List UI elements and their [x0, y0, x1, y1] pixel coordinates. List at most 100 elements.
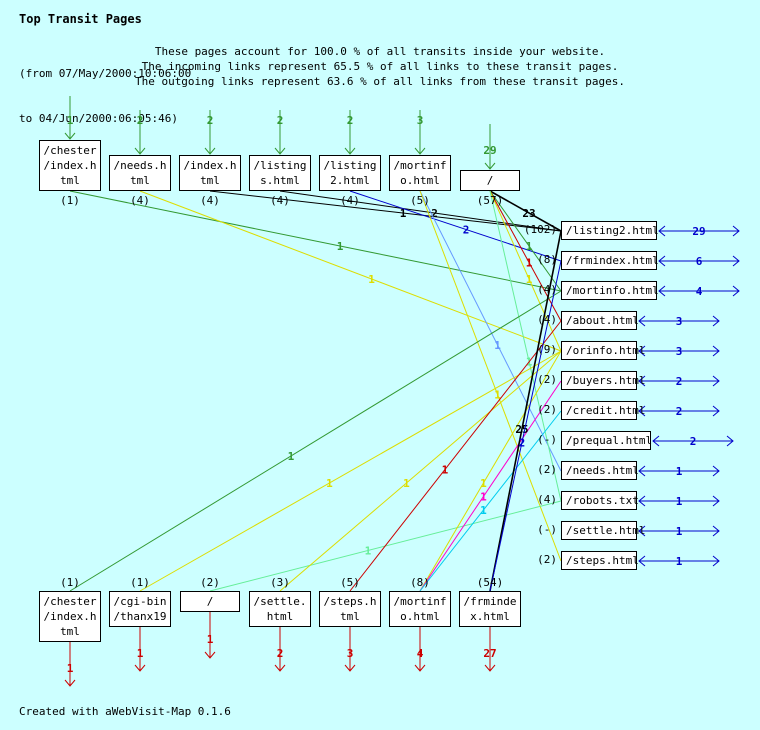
node-label-line: /index.h [43, 610, 97, 623]
incoming-count: 3 [417, 114, 424, 127]
right-page-node[interactable]: /prequal.html [561, 431, 652, 450]
link-count: 2 [431, 207, 438, 220]
node-visit-count: (4) [537, 283, 557, 296]
self-link-count: 1 [676, 525, 683, 538]
right-page-node[interactable]: /about.html [561, 311, 639, 330]
date-range-to: to 04/Jun/2000:06:05:46) [19, 112, 178, 125]
node-label-line: /settle. [253, 595, 307, 608]
incoming-count: 2 [137, 114, 144, 127]
right-page-node[interactable]: /robots.txt [561, 491, 639, 510]
right-page-node[interactable]: /buyers.html [561, 371, 645, 390]
node-label-line: s.html [260, 174, 300, 187]
node-label-line: tml [130, 174, 150, 187]
bottom-page-node[interactable]: /mortinf o.html [389, 591, 451, 627]
node-label-line: /listing2.html [566, 224, 659, 237]
node-label-line: /index.h [43, 159, 97, 172]
right-page-node[interactable]: /frmindex.html [561, 251, 659, 270]
node-label-line: /chester [43, 144, 97, 157]
transit-link: 2 [489, 260, 562, 592]
right-page-node[interactable]: /listing2.html [561, 221, 659, 240]
right-page-node[interactable]: /settle.html [561, 521, 646, 540]
arrow-head-icon [638, 375, 646, 387]
incoming-count: 2 [277, 114, 284, 127]
bottom-page-node[interactable]: /settle. html [249, 591, 311, 627]
top-page-node[interactable]: /chester/index.h tml [39, 140, 101, 191]
top-page-node[interactable]: /index.h tml [179, 155, 241, 191]
node-label-line: /cgi-bin [113, 595, 167, 608]
node-label-line: /about.html [566, 314, 639, 327]
link-count: 1 [480, 504, 487, 517]
top-page-node[interactable]: / [460, 170, 520, 191]
arrow-head-icon [344, 664, 356, 672]
arrow-head-icon [484, 162, 496, 170]
arrow-head-icon [134, 147, 146, 155]
self-link-count: 29 [692, 225, 705, 238]
node-label-line: o.html [400, 610, 440, 623]
node-label-line: html [266, 610, 294, 623]
bottom-page-node[interactable]: / [180, 591, 240, 612]
link-count: 1 [288, 450, 295, 463]
node-visit-count: (4) [200, 194, 220, 207]
node-visit-count: (4) [130, 194, 150, 207]
right-page-node[interactable]: /orinfo.html [561, 341, 645, 360]
node-visit-count: (1) [60, 576, 80, 589]
incoming-count: 29 [483, 144, 496, 157]
arrow-head-icon [712, 375, 720, 387]
self-link-count: 1 [676, 495, 683, 508]
self-link-count: 4 [696, 285, 703, 298]
arrow-head-icon [732, 225, 740, 237]
stat-transits: These pages account for 100.0 % of all t… [154, 45, 606, 58]
node-label-line: /needs.html [566, 464, 639, 477]
node-visit-count: (3) [270, 576, 290, 589]
node-visit-count: (2) [537, 553, 557, 566]
node-label-line: /index.h [183, 159, 237, 172]
arrow-head-icon [712, 555, 720, 567]
right-page-node[interactable]: /steps.html [561, 551, 639, 570]
right-page-node[interactable]: /credit.html [561, 401, 645, 420]
transit-link: 1 [279, 350, 562, 592]
node-label-line: /mortinfo.html [566, 284, 659, 297]
node-label-line: tml [200, 174, 220, 187]
node-label-line: /thanx19 [113, 610, 167, 623]
arrow-head-icon [638, 345, 646, 357]
arrow-head-icon [274, 147, 286, 155]
arrow-head-icon [658, 225, 666, 237]
arrow-head-icon [732, 285, 740, 297]
node-label-line: /settle.html [566, 524, 646, 537]
stat-outgoing: The outgoing links represent 63.6 % of a… [134, 75, 626, 88]
arrow-head-icon [712, 345, 720, 357]
node-visit-count: (8) [537, 253, 557, 266]
arrow-head-icon [732, 255, 740, 267]
arrow-head-icon [414, 664, 426, 672]
node-label-line: /steps.h [323, 595, 377, 608]
transit-link: 1 [139, 350, 562, 592]
transit-link: 1 [69, 190, 562, 292]
arrow-head-icon [638, 315, 646, 327]
arrow-head-icon [658, 255, 666, 267]
node-visit-count: (2) [537, 463, 557, 476]
node-label-line: /mortinf [393, 595, 447, 608]
arrow-head-icon [638, 405, 646, 417]
arrow-head-icon [712, 525, 720, 537]
self-link-count: 2 [690, 435, 697, 448]
right-page-node[interactable]: /needs.html [561, 461, 639, 480]
right-page-node[interactable]: /mortinfo.html [561, 281, 659, 300]
node-visit-count: (-) [537, 523, 557, 536]
arrow-head-icon [658, 285, 666, 297]
transit-link: 1 [489, 190, 562, 322]
arrow-head-icon [204, 651, 216, 659]
bottom-page-node[interactable]: /cgi-bin/thanx19 [109, 591, 171, 627]
node-label-line: tml [60, 174, 80, 187]
link-count: 1 [368, 273, 375, 286]
transit-link: 1 [419, 410, 562, 592]
node-visit-count: (-) [537, 433, 557, 446]
link-count: 1 [526, 257, 533, 270]
outgoing-count: 1 [137, 647, 144, 660]
